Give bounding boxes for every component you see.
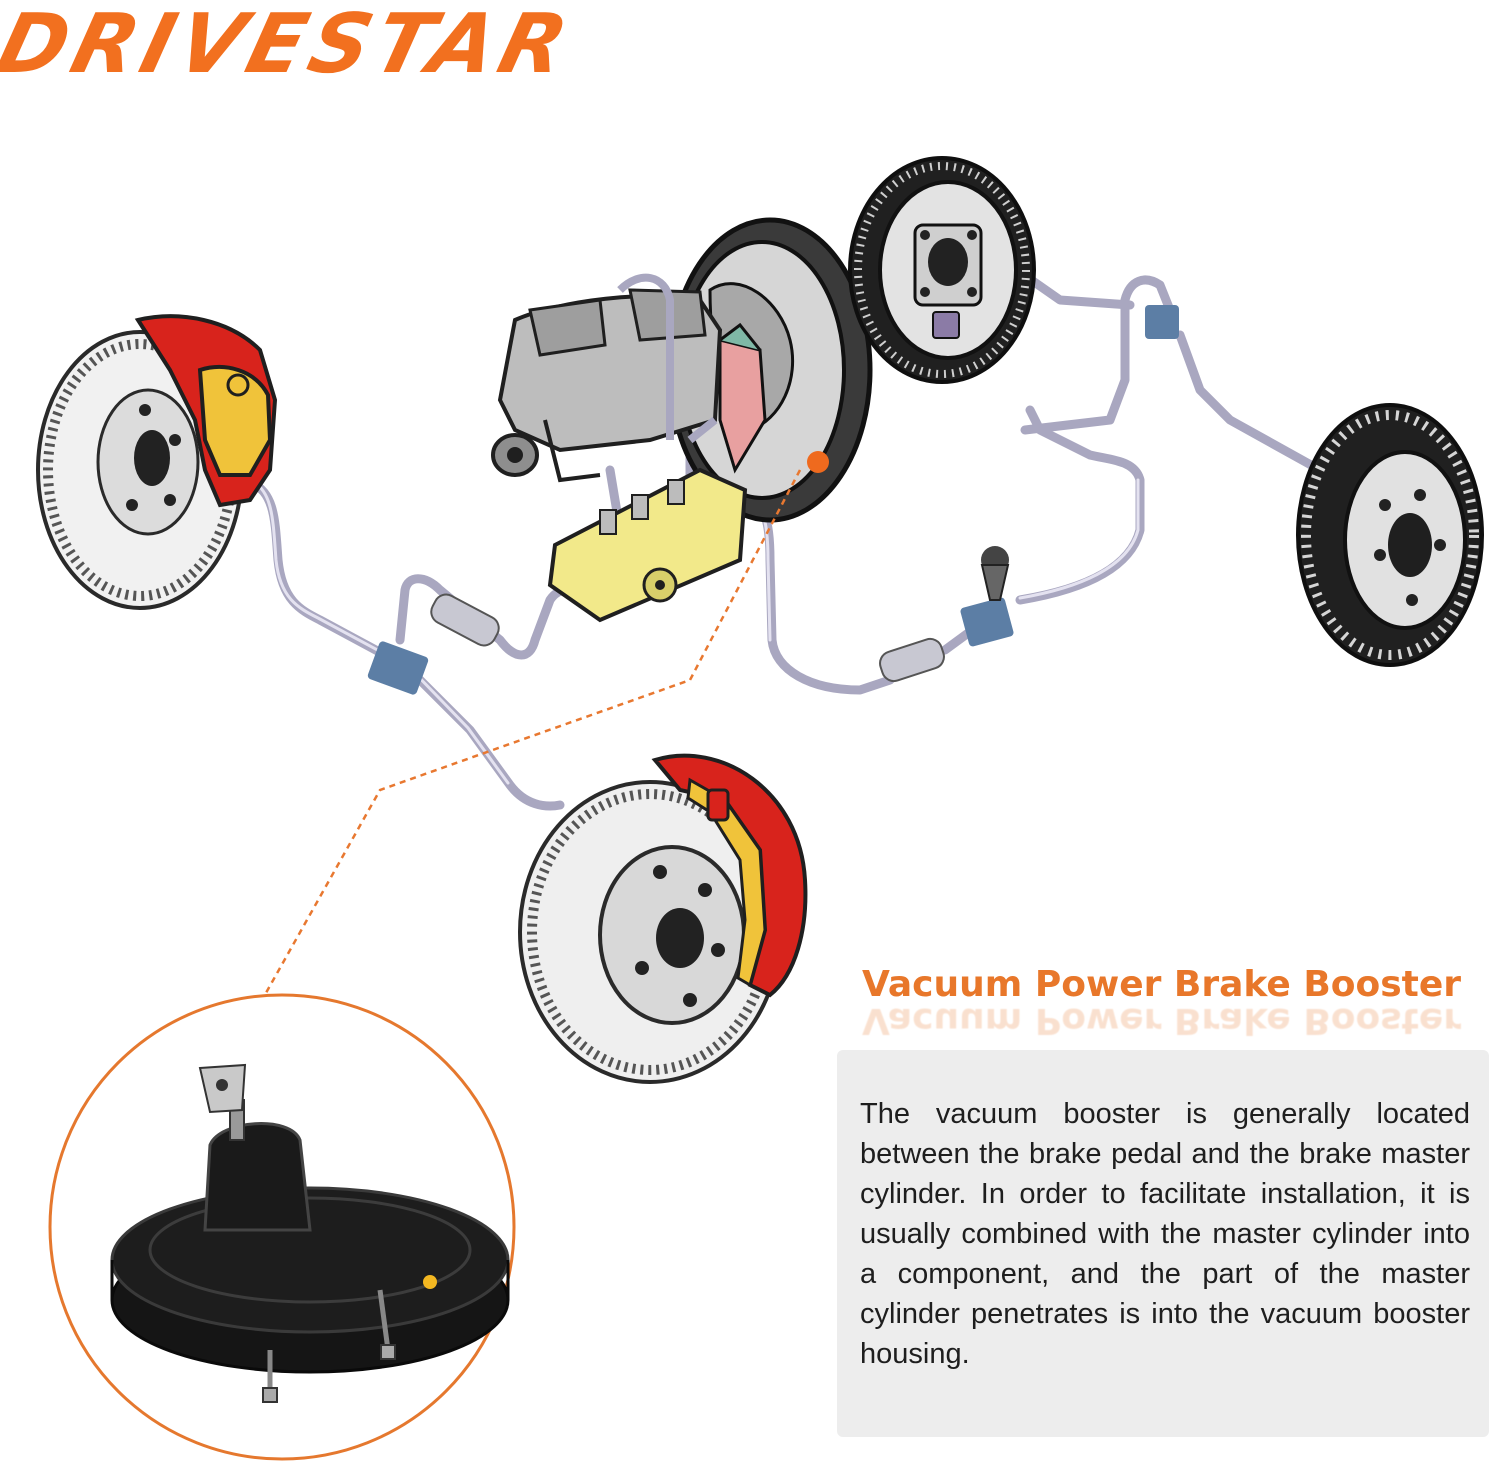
rear-drum-brake-top-icon [848, 156, 1036, 384]
product-heading: Vacuum Power Brake Booster [862, 964, 1462, 1005]
right-front-disc-brake-icon [518, 753, 808, 1084]
master-cylinder-icon [491, 217, 873, 523]
vacuum-booster-icon [110, 1063, 510, 1403]
product-heading-reflection: Vacuum Power Brake Booster [862, 1000, 1462, 1041]
description-text: The vacuum booster is generally located … [860, 1098, 1470, 1370]
callout-leader [260, 469, 802, 1001]
line-fittings [367, 305, 1179, 695]
proportioning-valve-icon [547, 467, 748, 623]
rear-drum-brake-right-icon [1296, 403, 1484, 667]
left-front-disc-brake-icon [36, 314, 278, 610]
brand-logo: DRIVESTAR [0, 0, 583, 92]
description-panel [837, 1050, 1489, 1437]
